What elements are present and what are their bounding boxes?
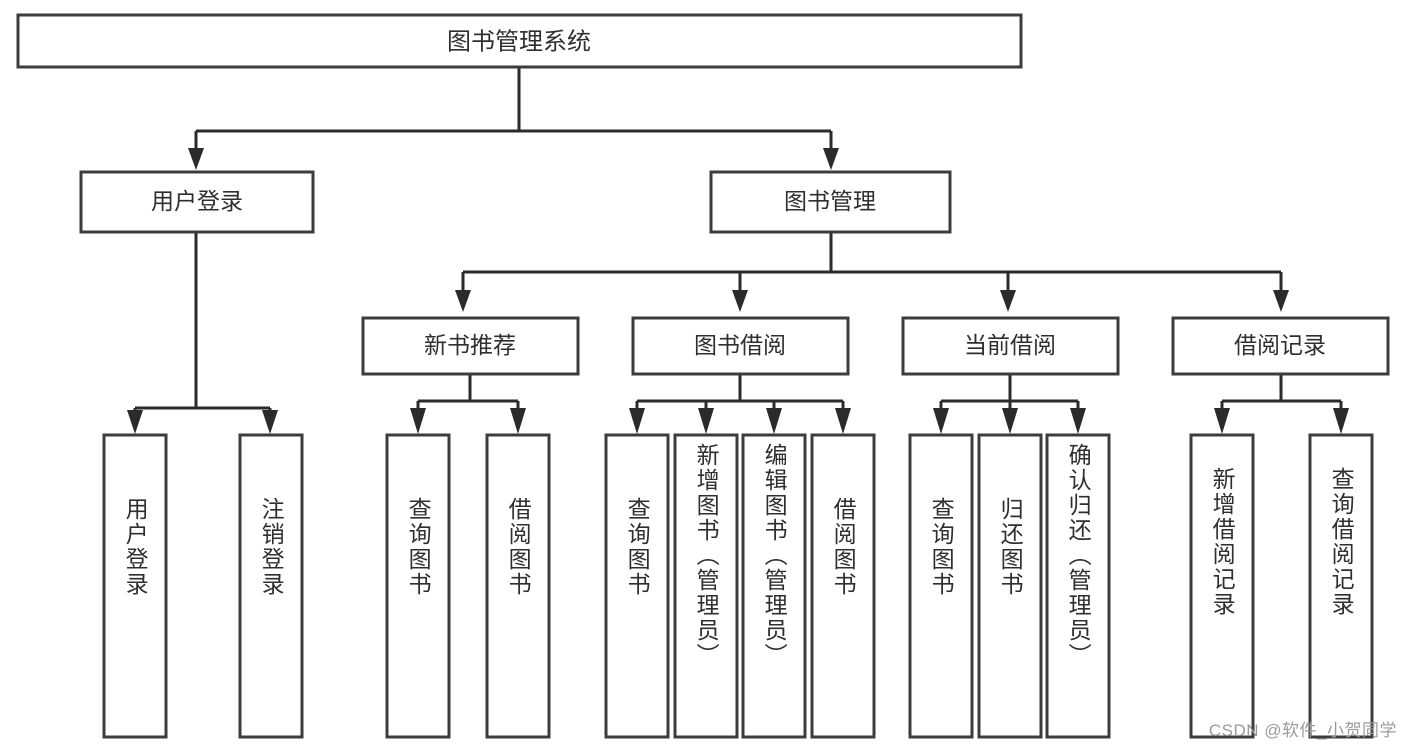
leaf-box-br-add-record[interactable] bbox=[1189, 433, 1255, 739]
leaf-box-nb-query-book[interactable] bbox=[385, 433, 451, 739]
arrow-head-cb-confirm-return bbox=[1070, 408, 1086, 434]
leaf-box-cb-confirm-return[interactable] bbox=[1045, 433, 1111, 739]
node-new-book-recommend-label: 新书推荐 bbox=[424, 332, 516, 358]
node-book-mgmt-box[interactable] bbox=[709, 170, 952, 234]
arrow-head-leaf-user-login bbox=[127, 410, 143, 434]
arrow-head-nb-borrow-book bbox=[510, 408, 526, 434]
connector-group-book-borrow bbox=[629, 375, 851, 434]
arrow-head-borrow-record bbox=[1273, 290, 1289, 312]
connector-group-book-mgmt bbox=[455, 232, 1289, 312]
arrow-head-bb-edit-book bbox=[766, 408, 782, 434]
node-book-mgmt-label: 图书管理 bbox=[784, 188, 876, 214]
connector-group-user-login bbox=[127, 232, 278, 434]
leaf-box-br-query-record[interactable] bbox=[1308, 433, 1374, 739]
connector-group-borrow-record bbox=[1214, 375, 1349, 434]
leaf-box-bb-edit-book[interactable] bbox=[741, 433, 807, 739]
node-current-borrow-label: 当前借阅 bbox=[964, 332, 1056, 358]
arrow-head-cb-return-book bbox=[1002, 408, 1018, 434]
arrow-head-current-borrow bbox=[1000, 290, 1016, 312]
connector-group-current-borrow bbox=[933, 375, 1086, 434]
leaf-box-bb-borrow-book[interactable] bbox=[810, 433, 876, 739]
node-borrow-record-box[interactable] bbox=[1171, 316, 1390, 376]
arrow-head-bb-borrow-book bbox=[835, 408, 851, 434]
leaf-box-nb-borrow-book[interactable] bbox=[485, 433, 551, 739]
node-book-borrow-box[interactable] bbox=[631, 316, 850, 376]
arrow-head-bb-add-book bbox=[698, 408, 714, 434]
arrow-head-new-book-recommend bbox=[455, 290, 471, 312]
arrow-head-user-login bbox=[188, 148, 204, 170]
leaf-box-cb-return-book[interactable] bbox=[977, 433, 1043, 739]
arrow-head-br-query-record bbox=[1333, 408, 1349, 434]
csdn-watermark: CSDN @软件_小贺同学 bbox=[1208, 721, 1397, 740]
connector-group-new-book-recommend bbox=[410, 375, 526, 434]
leaf-box-bb-query-book[interactable] bbox=[604, 433, 670, 739]
node-user-login-box[interactable] bbox=[79, 170, 315, 234]
arrow-head-book-borrow bbox=[732, 290, 748, 312]
node-book-borrow-label: 图书借阅 bbox=[694, 332, 786, 358]
node-user-login-label: 用户登录 bbox=[151, 188, 243, 214]
arrow-head-bb-query-book bbox=[629, 408, 645, 434]
arrow-head-cb-query-book bbox=[933, 408, 949, 434]
connector-group-root bbox=[188, 66, 839, 170]
leaf-box-bb-add-book[interactable] bbox=[673, 433, 739, 739]
node-borrow-record-label: 借阅记录 bbox=[1234, 332, 1326, 358]
node-root-box[interactable] bbox=[16, 13, 1023, 69]
leaf-box-user-login[interactable] bbox=[102, 433, 168, 739]
leaf-box-cb-query-book[interactable] bbox=[908, 433, 974, 739]
arrow-head-book-mgmt bbox=[823, 148, 839, 170]
node-current-borrow-box[interactable] bbox=[901, 316, 1120, 376]
leaf-box-logout[interactable] bbox=[238, 433, 304, 739]
arrow-head-leaf-logout bbox=[262, 410, 278, 434]
node-root-label: 图书管理系统 bbox=[447, 28, 591, 55]
arrow-head-br-add-record bbox=[1214, 408, 1230, 434]
node-new-book-recommend-box[interactable] bbox=[361, 316, 580, 376]
arrow-head-nb-query-book bbox=[410, 408, 426, 434]
